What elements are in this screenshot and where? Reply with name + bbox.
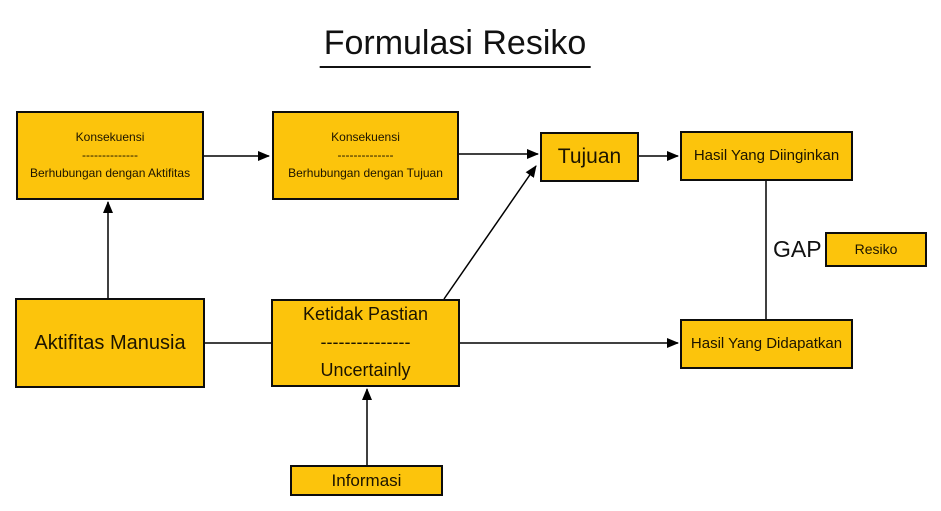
node-text-line: Konsekuensi bbox=[75, 130, 145, 144]
node-divider: -------------- bbox=[82, 148, 138, 162]
node-text-line: Konsekuensi bbox=[331, 130, 400, 144]
node-resiko: Resiko bbox=[825, 232, 927, 267]
node-text-line: Berhubungan dengan Tujuan bbox=[288, 166, 443, 180]
node-label: Hasil Yang Diinginkan bbox=[693, 146, 840, 164]
node-ketidak-pastian: Ketidak Pastian --------------- Uncertai… bbox=[271, 299, 460, 387]
gap-label: GAP bbox=[773, 236, 822, 262]
node-text-line: Uncertainly bbox=[320, 359, 411, 380]
page-title: Formulasi Resiko bbox=[319, 24, 591, 68]
node-divider: -------------- bbox=[337, 148, 394, 162]
node-informasi: Informasi bbox=[290, 465, 443, 496]
node-hasil-yang-didapatkan: Hasil Yang Didapatkan bbox=[680, 319, 853, 369]
node-konsekuensi-tujuan: Konsekuensi -------------- Berhubungan d… bbox=[272, 111, 459, 200]
node-divider: --------------- bbox=[320, 332, 411, 353]
node-label: Aktifitas Manusia bbox=[34, 331, 186, 354]
node-tujuan: Tujuan bbox=[540, 132, 639, 182]
node-aktifitas-manusia: Aktifitas Manusia bbox=[15, 298, 205, 388]
node-text-line: Ketidak Pastian bbox=[302, 304, 429, 325]
node-label: Informasi bbox=[331, 470, 402, 490]
node-label: Resiko bbox=[854, 240, 898, 257]
node-konsekuensi-aktifitas: Konsekuensi -------------- Berhubungan d… bbox=[16, 111, 204, 200]
node-label: Hasil Yang Didapatkan bbox=[690, 334, 843, 352]
node-hasil-yang-diinginkan: Hasil Yang Diinginkan bbox=[680, 131, 853, 181]
node-label: Tujuan bbox=[557, 144, 622, 168]
node-text-line: Berhubungan dengan Aktifitas bbox=[29, 166, 191, 180]
